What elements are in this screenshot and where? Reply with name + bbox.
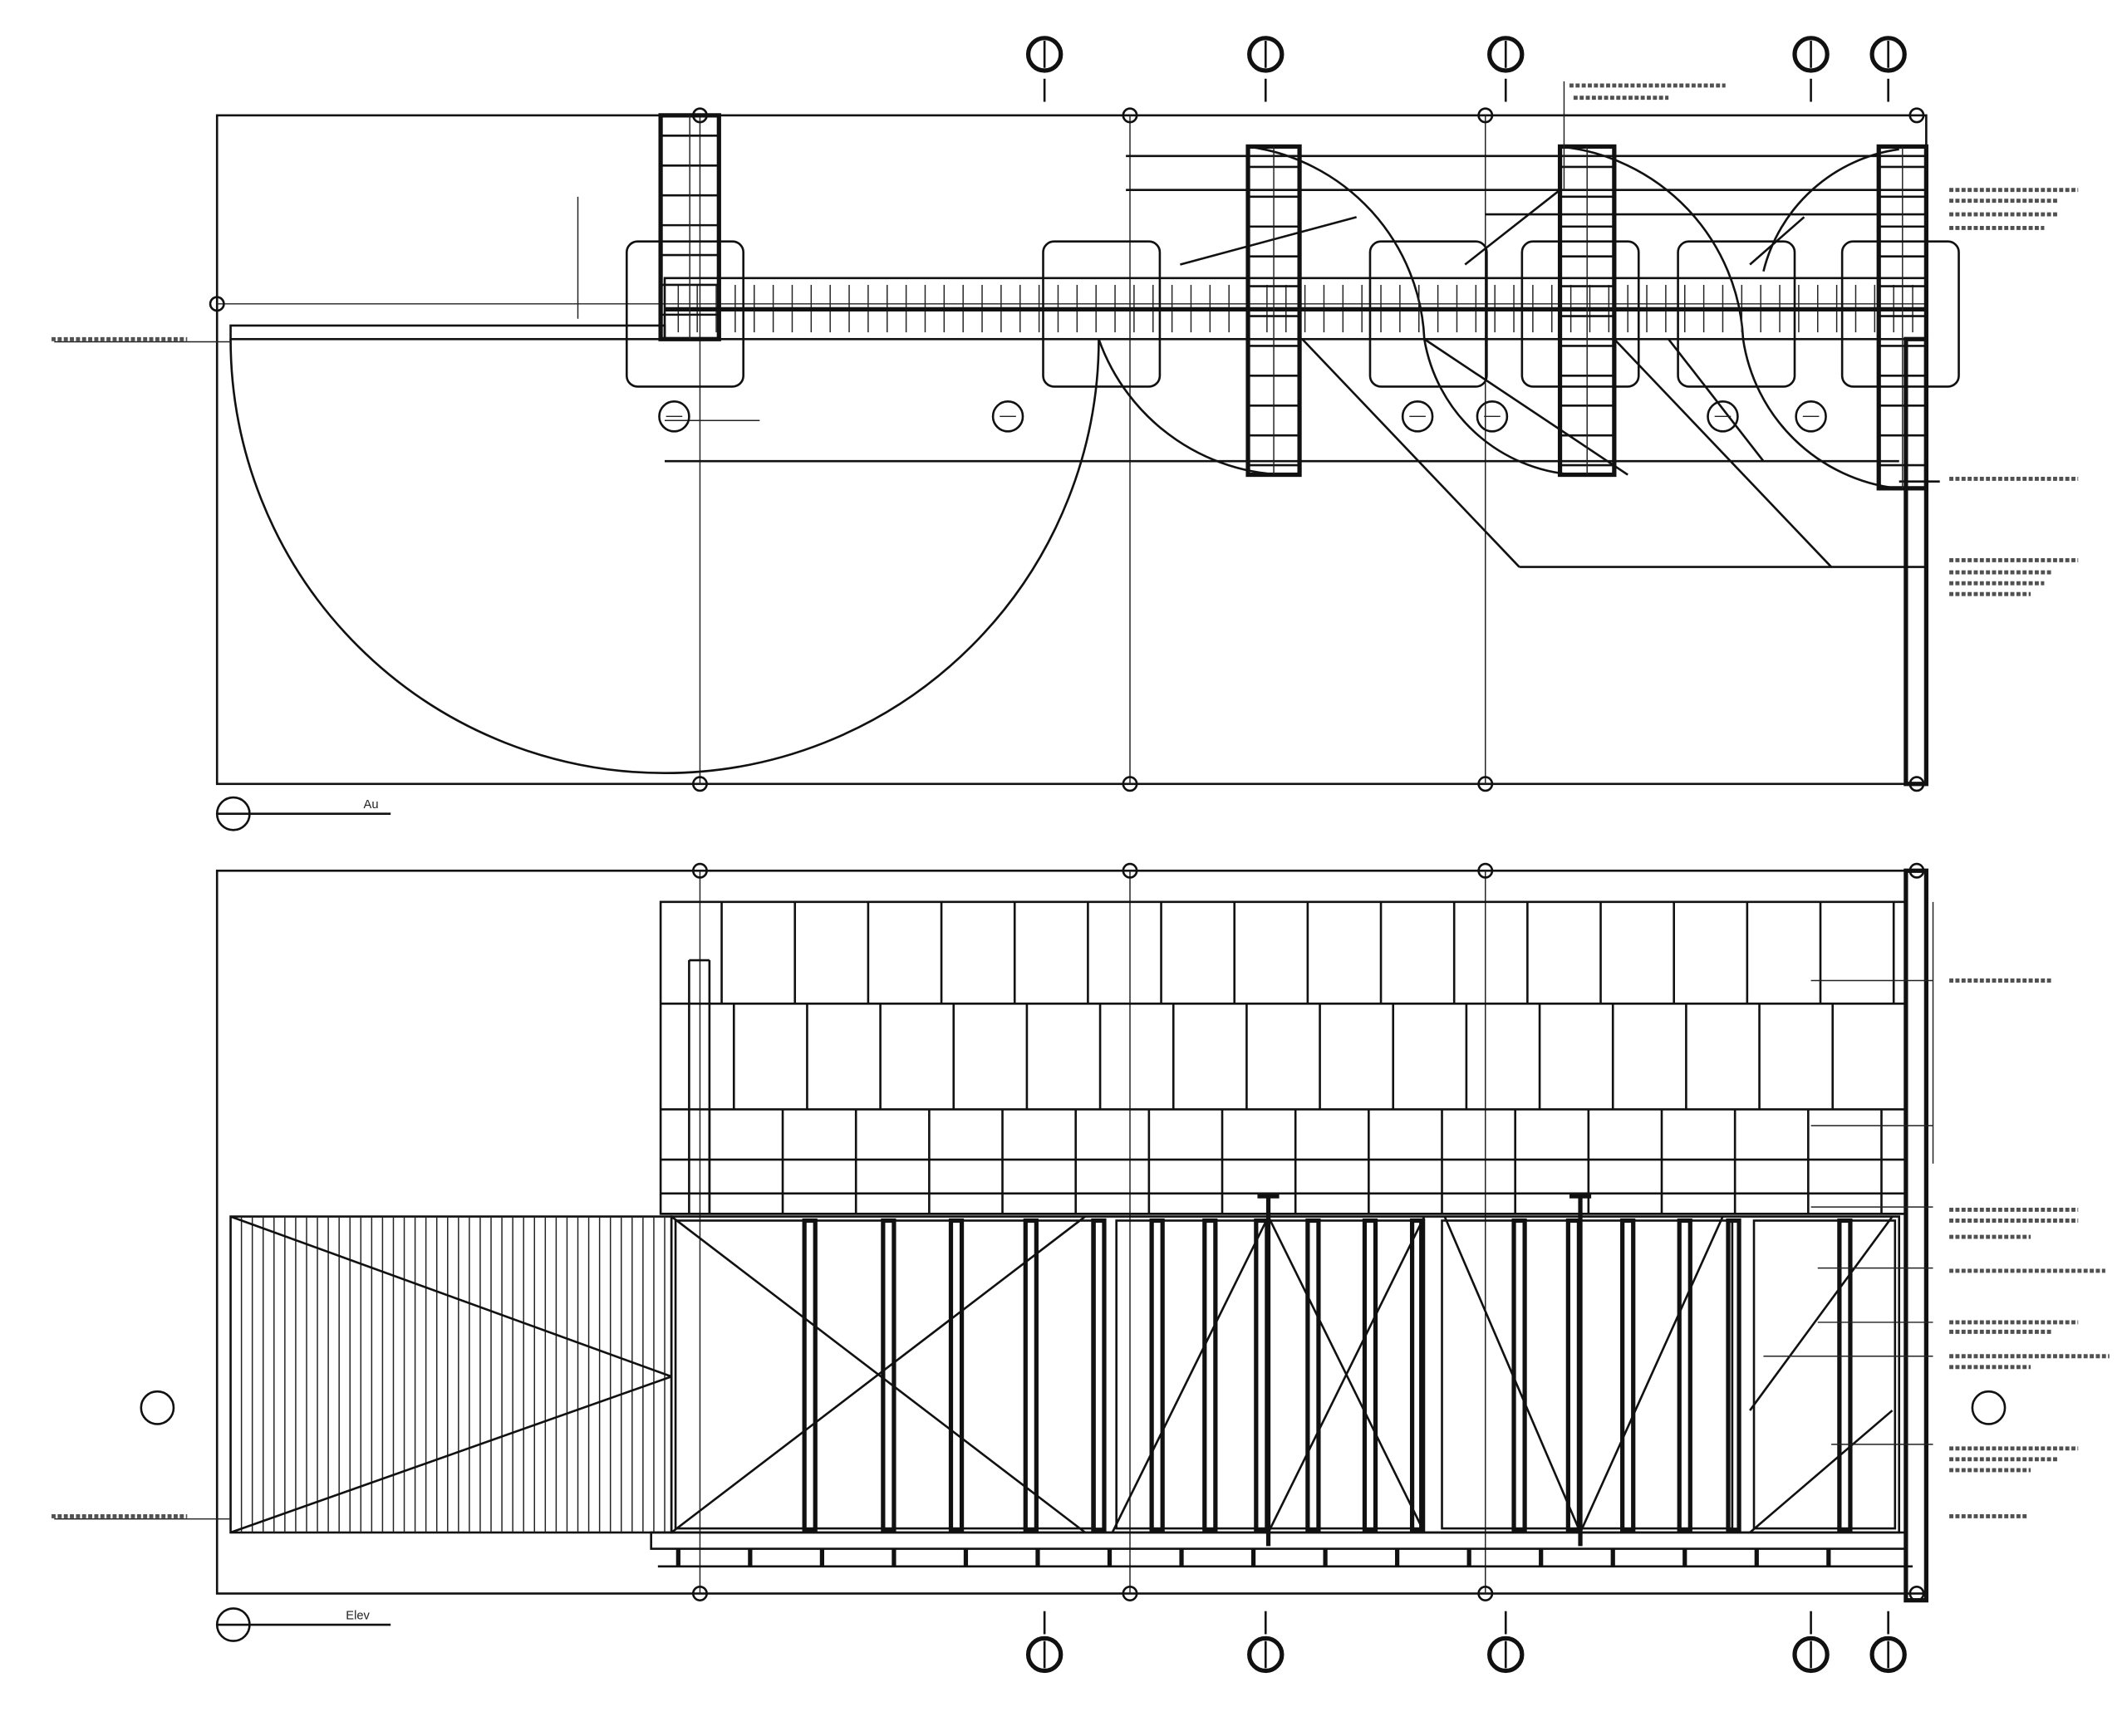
diagonal-line — [1613, 338, 1833, 568]
section-marker — [1401, 400, 1434, 433]
grid-bubble — [1122, 1586, 1138, 1601]
brace — [1749, 1410, 1894, 1533]
equipment-box — [1520, 240, 1640, 388]
grid-bubble — [691, 862, 708, 879]
brace — [1267, 1216, 1426, 1533]
grid-bubble — [1908, 776, 1925, 792]
vertical-member — [1511, 1218, 1527, 1532]
vertical-member — [1362, 1218, 1378, 1532]
brace — [1579, 1216, 1724, 1533]
elevation-border — [215, 869, 1928, 1595]
frame — [1752, 1219, 1897, 1530]
brace — [230, 1376, 672, 1534]
plan-border — [215, 114, 1928, 786]
grid-bubble — [1908, 1586, 1925, 1601]
grid-bubble — [1122, 862, 1138, 879]
hatched-panel — [229, 1215, 673, 1534]
diagonal-line — [1423, 338, 1628, 476]
plan-scale-label: Au — [364, 798, 379, 812]
grid-bubble — [1122, 776, 1138, 792]
wall-section — [1903, 336, 1928, 787]
vertical-member — [1726, 1218, 1741, 1532]
diagonal-line — [1464, 189, 1561, 266]
column-marker — [1792, 36, 1830, 73]
grid-bubble — [691, 107, 708, 124]
elevation-view — [52, 862, 2110, 1642]
equipment-box — [1840, 240, 1960, 388]
vertical-member — [1837, 1218, 1853, 1532]
section-marker — [1971, 1390, 2007, 1425]
door-swing-arc — [1422, 339, 1574, 476]
plan-view — [52, 81, 2079, 831]
vertical-member — [1677, 1218, 1692, 1532]
elevation-scale-label: Elev — [346, 1609, 370, 1622]
vertical-member — [1202, 1218, 1218, 1532]
vertical-member — [1409, 1218, 1426, 1532]
equipment-box — [1677, 240, 1796, 388]
door-swing-arc — [229, 339, 1100, 774]
section-marker — [991, 400, 1024, 433]
door-swing-arc — [1560, 145, 1745, 340]
base-plate — [650, 1531, 1908, 1550]
lower-facade — [670, 1215, 1901, 1534]
floor-edge — [229, 324, 666, 341]
section-marker — [1795, 400, 1827, 433]
section-marker — [658, 400, 690, 433]
vertical-member — [1023, 1218, 1039, 1532]
column-markers — [1025, 36, 1907, 1674]
grid-bubble — [691, 1586, 708, 1601]
column-marker — [1247, 1635, 1285, 1674]
vertical-member — [1620, 1218, 1636, 1532]
door-swing-arc — [1098, 338, 1300, 477]
equipment-box — [1042, 240, 1162, 388]
equipment-box — [1368, 240, 1488, 388]
frame — [1441, 1219, 1734, 1530]
vertical-member — [1254, 1218, 1270, 1532]
brace — [1749, 1215, 1894, 1411]
grid-bubble — [691, 776, 708, 792]
brace — [671, 1215, 1086, 1534]
column-marker — [1869, 1635, 1907, 1674]
diagonal-line — [1301, 338, 1520, 568]
brace — [230, 1215, 672, 1378]
vertical-member — [802, 1218, 818, 1532]
grid-bubble — [1477, 1586, 1494, 1601]
brace — [1111, 1216, 1270, 1533]
vertical-member — [948, 1218, 965, 1532]
diagonal-line — [1180, 216, 1357, 266]
grid-bubble — [1477, 862, 1494, 879]
column-marker — [1487, 1635, 1525, 1674]
vertical-member — [1149, 1218, 1165, 1532]
vertical-member — [1091, 1218, 1107, 1532]
column-marker — [1025, 36, 1064, 73]
section-marker — [140, 1390, 175, 1425]
vertical-member — [1565, 1218, 1582, 1532]
column-marker — [1487, 36, 1525, 73]
grid-bubble — [1122, 107, 1138, 124]
equipment-box — [625, 240, 744, 388]
column-marker — [1025, 1635, 1064, 1674]
upper-facade — [659, 900, 1908, 1215]
section-marker — [1476, 400, 1509, 433]
grid-bubble — [1908, 107, 1925, 124]
column-marker — [1869, 36, 1907, 73]
vertical-member — [881, 1218, 896, 1532]
grid-bubble — [1477, 776, 1494, 792]
grid-bubble — [209, 296, 225, 312]
section-marker — [1707, 400, 1739, 433]
grid-bubble — [1908, 862, 1925, 879]
door-swing-arc — [1741, 339, 1897, 490]
grid-bubble — [1477, 107, 1494, 124]
vertical-member — [1305, 1218, 1321, 1532]
column-marker — [1792, 1635, 1830, 1674]
diagonal-line — [1668, 338, 1765, 463]
column-marker — [1247, 36, 1285, 73]
